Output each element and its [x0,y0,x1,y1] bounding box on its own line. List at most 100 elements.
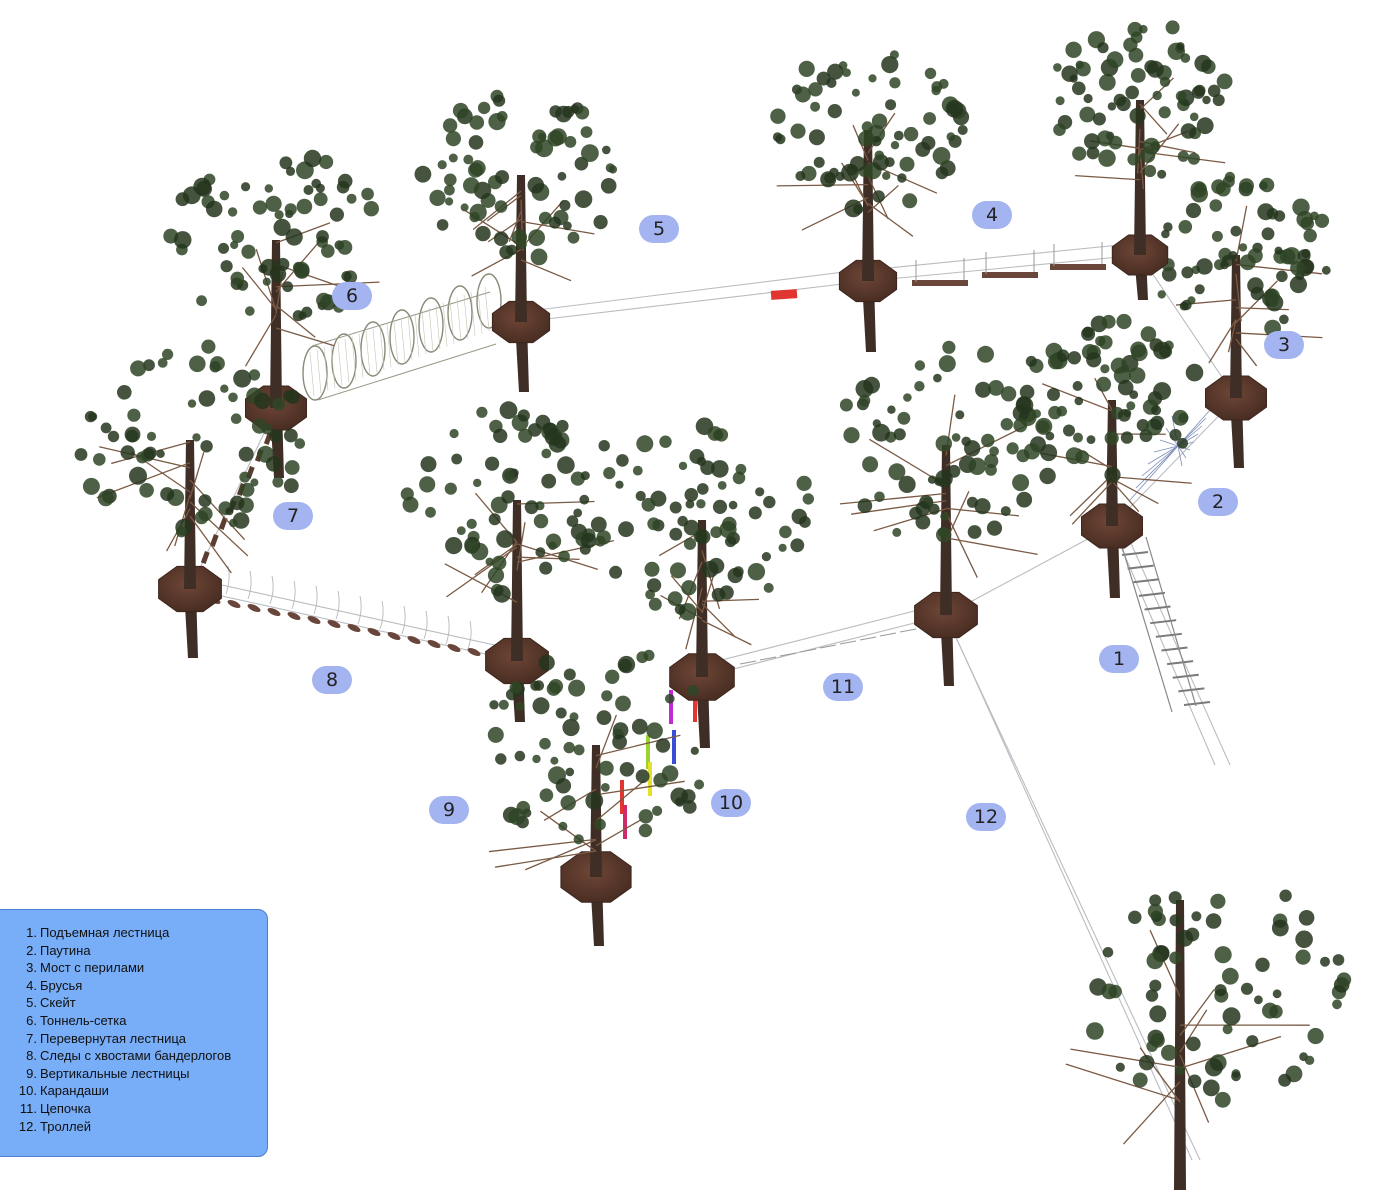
tree-foliage-tuft [701,560,719,578]
tree-foliage-tuft [1110,357,1127,374]
tree-foliage-tuft [1254,995,1263,1005]
tree-foliage-tuft [487,567,505,584]
tree-branch [520,199,564,249]
legend-item: 6.Тоннель-сетка [14,1012,267,1030]
tree-foliage-tuft [1152,90,1162,101]
tree-foliage-tuft [1104,431,1119,446]
tree-foliage-tuft [670,562,686,579]
tree-foliage-tuft [425,506,436,518]
tree-foliage-tuft [1115,1062,1125,1072]
tree-foliage-tuft [598,760,614,776]
tunnel-hoop [447,285,473,341]
hanging-rope [291,580,296,610]
tree-foliage-tuft [612,734,627,750]
tree-foliage-tuft [893,428,906,441]
tree-foliage-tuft [160,487,175,502]
marker-7: 7 [273,502,313,530]
tree-foliage-tuft [1168,891,1182,905]
tree-foliage-tuft [528,229,545,247]
tree-foliage-tuft [548,216,561,229]
tree-foliage-tuft [303,185,314,195]
tunnel-hoop [360,321,386,377]
marker-4: 4 [972,201,1012,229]
tree-foliage-tuft [157,358,168,368]
tree-foliage-tuft [414,165,432,183]
legend-item-text: Подъемная лестница [40,925,170,940]
tree-foliage-tuft [858,130,875,147]
footprint-step [287,611,301,621]
tree-foliage-tuft [888,463,906,481]
legend-item: 12.Троллей [14,1118,267,1136]
tree-foliage-tuft [1336,972,1352,987]
tree-foliage-tuft [485,456,500,471]
tree-foliage-tuft [732,471,746,485]
tree-foliage-tuft [635,490,646,502]
pine-tree [770,50,970,281]
tree-foliage-tuft [697,483,709,495]
tree-foliage-tuft [632,465,643,476]
chain-link [879,632,897,637]
tree-foliage-tuft [258,264,268,274]
tree-foliage-tuft [897,411,911,425]
tree-foliage-tuft [129,466,147,485]
tree-foliage-tuft [445,131,461,147]
tree-foliage-tuft [1176,42,1185,51]
tree-foliage-tuft [683,537,697,550]
tree-foliage-tuft [1019,384,1035,400]
tunnel-mesh [386,323,392,368]
tree-branch [189,451,205,499]
ladder-rung [1155,632,1182,638]
tree-foliage-tuft [1149,1005,1167,1023]
tree-foliage-tuft [1063,424,1075,437]
tree-foliage-tuft [1189,112,1199,122]
tunnel-mesh [477,289,483,334]
tree-branch [945,512,978,578]
tree-foliage-tuft [796,475,812,491]
tree-foliage-tuft [548,541,557,550]
cable-line [867,254,1141,282]
tree-foliage-tuft [143,446,157,460]
tree-foliage-tuft [1261,227,1275,241]
tree-foliage-tuft [220,384,229,393]
ladder-rung [1183,701,1211,706]
tree-foliage-tuft [1304,1055,1315,1066]
tree-foliage-tuft [1025,355,1037,367]
trees-layer [74,20,1352,1190]
cable-line [945,525,1113,616]
tree-foliage-tuft [218,242,229,254]
tree-foliage-tuft [889,77,901,89]
tree-foliage-tuft [689,449,705,464]
tree-foliage-tuft [230,240,239,250]
tree-foliage-tuft [1067,351,1082,365]
tree-foliage-tuft [931,81,943,93]
tree-branch [275,327,335,347]
tree-foliage-tuft [284,203,297,216]
tree-foliage-tuft [1321,265,1331,275]
tree-foliage-tuft [903,393,912,402]
tree-foliage-tuft [1147,903,1163,920]
tree-foliage-tuft [329,207,344,222]
tree-foliage-tuft [884,157,895,168]
tree-foliage-tuft [711,460,729,478]
tree-foliage-tuft [574,190,593,208]
tree-branch [1179,1035,1282,1069]
tree-foliage-tuft [558,821,568,831]
tree-foliage-tuft [337,240,353,255]
tree-foliage-tuft [436,219,449,231]
tree-foliage-tuft [535,547,546,558]
legend-item-number: 4. [26,977,37,993]
tree-foliage-tuft [1153,341,1171,360]
tree-foliage-tuft [518,428,533,443]
tree-foliage-tuft [887,405,896,414]
tree-foliage-tuft [239,471,251,483]
legend-item-number: 11. [19,1100,37,1116]
tree-foliage-tuft [1128,910,1142,924]
tree-branch [595,734,681,757]
tree-foliage-tuft [550,756,559,765]
tree-foliage-tuft [601,690,613,702]
tree-foliage-tuft [487,726,504,743]
tree-foliage-tuft [229,518,238,528]
tree-foliage-tuft [273,218,291,236]
tree-foliage-tuft [264,184,273,193]
tree-foliage-tuft [763,582,774,593]
